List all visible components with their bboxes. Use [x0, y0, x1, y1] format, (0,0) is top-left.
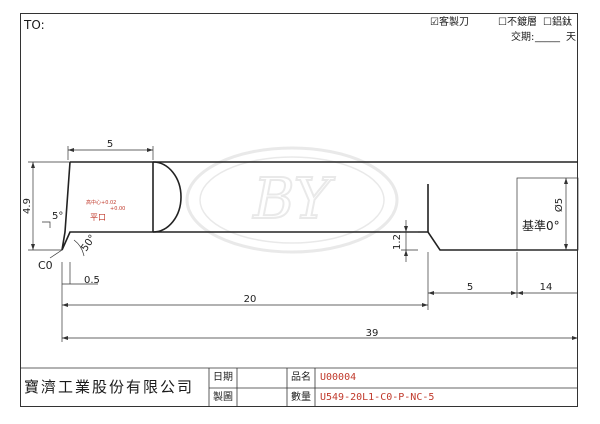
drawer-label: 製圖: [213, 392, 233, 403]
dim-0.5: 0.5: [84, 275, 100, 286]
title-block: [20, 367, 578, 407]
dim-angle-50: 50°: [79, 233, 98, 254]
item-name-value[interactable]: U00004: [320, 372, 357, 383]
watermark-logo: BY: [185, 146, 399, 254]
delivery-label: 交期:: [511, 32, 535, 43]
dim-length-14: 14: [540, 282, 553, 293]
custom-tool-checkbox[interactable]: ☑客製刀: [430, 17, 469, 28]
center-height-note: 高中心+0.02: [86, 199, 116, 206]
tool-profile: [61, 161, 578, 251]
quantity-value[interactable]: U549-20L1-C0-P-NC-5: [320, 392, 435, 403]
dim-angle-5: 5°: [52, 211, 63, 222]
date-label: 日期: [213, 372, 233, 383]
dim-diameter: Ø5: [553, 198, 565, 212]
drawing-sheet: [20, 13, 578, 407]
dim-width-5: 5: [107, 139, 113, 150]
tialn-checkbox[interactable]: ☐鋁鈦: [543, 17, 572, 28]
dim-height-1.2: 1.2: [392, 234, 403, 250]
arrowheads: [31, 148, 578, 340]
dim-length-5: 5: [467, 282, 473, 293]
no-coating-checkbox[interactable]: ☐不鍍層: [498, 17, 537, 28]
datum-label: 基準0°: [522, 218, 560, 233]
watermark-text: BY: [252, 167, 335, 232]
company-name: 寶濟工業股份有限公司: [24, 378, 195, 396]
chamfer-c0: C0: [38, 259, 53, 272]
dim-length-39: 39: [366, 328, 379, 339]
to-label: TO:: [24, 18, 45, 32]
quantity-label: 數量: [291, 392, 311, 403]
delivery-value[interactable]: _____: [535, 32, 560, 43]
flat-edge-note: 平口: [90, 213, 106, 222]
item-name-label: 品名: [291, 372, 311, 383]
center-height-tol: +0.00: [110, 206, 125, 212]
delivery-unit: 天: [566, 32, 576, 43]
dim-length-20: 20: [244, 294, 257, 305]
dim-height-4.9: 4.9: [22, 198, 33, 214]
